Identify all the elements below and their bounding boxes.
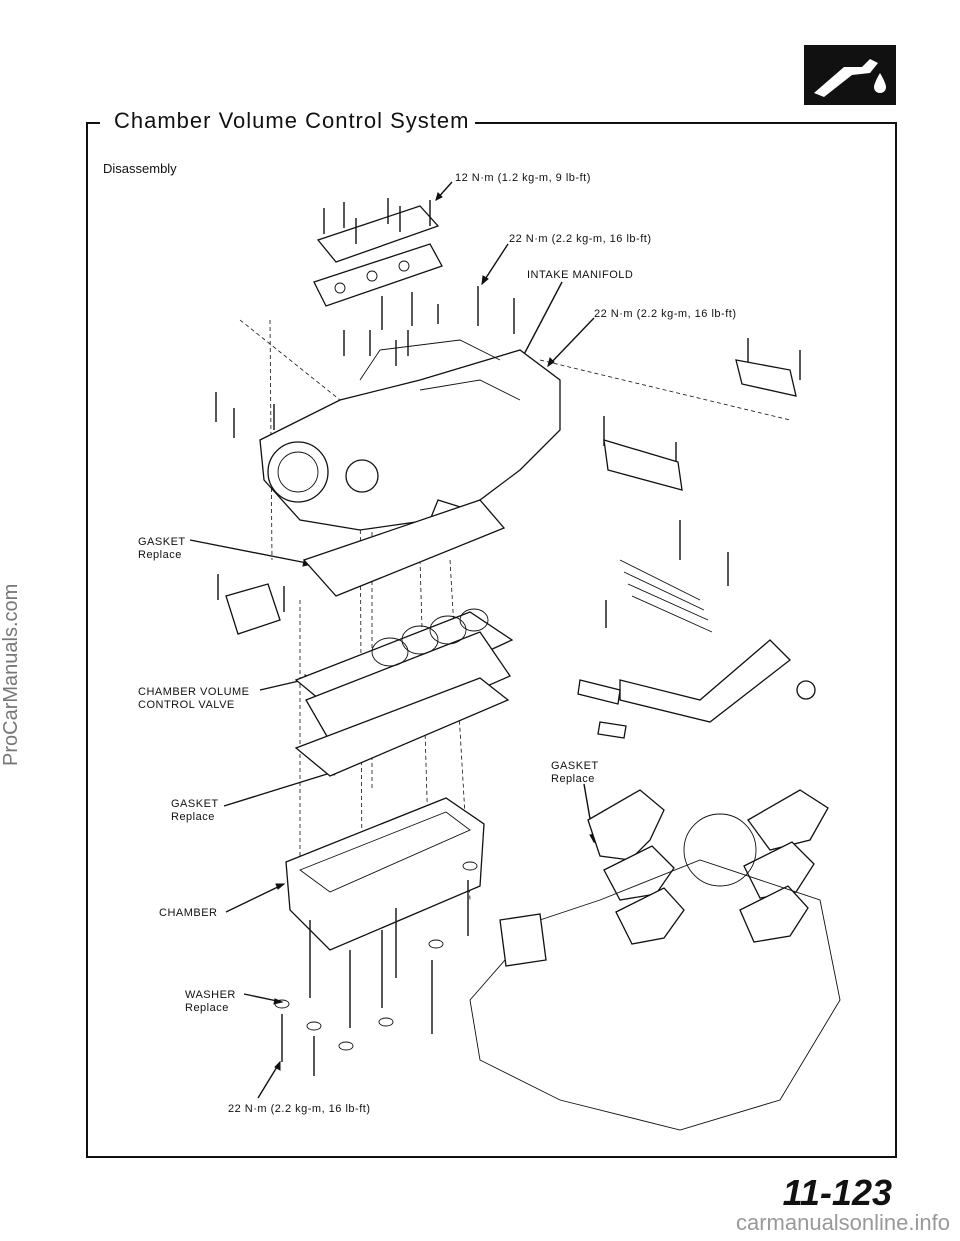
gasket-label-upper: GASKET Replace [138,536,186,561]
diagram-frame [86,122,897,1158]
manifold-gasket [302,499,506,597]
torque-label-22nm-right: 22 N·m (2.2 kg-m, 16 lb-ft) [594,308,737,320]
page-number: 11-123 [782,1172,892,1213]
intake-manifold-label: INTAKE MANIFOLD [527,269,634,281]
procedure-title: Disassembly [103,161,177,176]
brackets-and-pipes [577,359,816,739]
gasket-label-lower: GASKET Replace [171,798,219,823]
bolts-top [215,198,801,628]
chamber-body [285,797,485,951]
footer-watermark: carmanualsonline.info [735,1210,950,1235]
torque-label-22nm-bottom: 22 N·m (2.2 kg-m, 16 lb-ft) [228,1103,371,1115]
bolts-bottom [274,861,478,1076]
side-watermark: ProCarManuals.com [0,583,22,767]
frame-top-right-rule [461,122,895,124]
section-title: Chamber Volume Control System [108,108,476,134]
fuel-nozzle-icon [804,45,896,105]
gasket-label-right: GASKET Replace [551,760,599,785]
chamber-label: CHAMBER [159,907,218,919]
intake-manifold [259,339,561,531]
torque-label-22nm-upper: 22 N·m (2.2 kg-m, 16 lb-ft) [509,233,652,245]
valve-gasket [294,677,510,777]
washer-label: WASHER Replace [185,989,236,1014]
frame-top-left-rule [86,122,100,124]
chamber-volume-control-valve-label: CHAMBER VOLUME CONTROL VALVE [138,686,250,711]
torque-label-12nm: 12 N·m (1.2 kg-m, 9 lb-ft) [455,172,591,184]
engine-block [469,789,841,1131]
upper-cover [313,205,443,307]
